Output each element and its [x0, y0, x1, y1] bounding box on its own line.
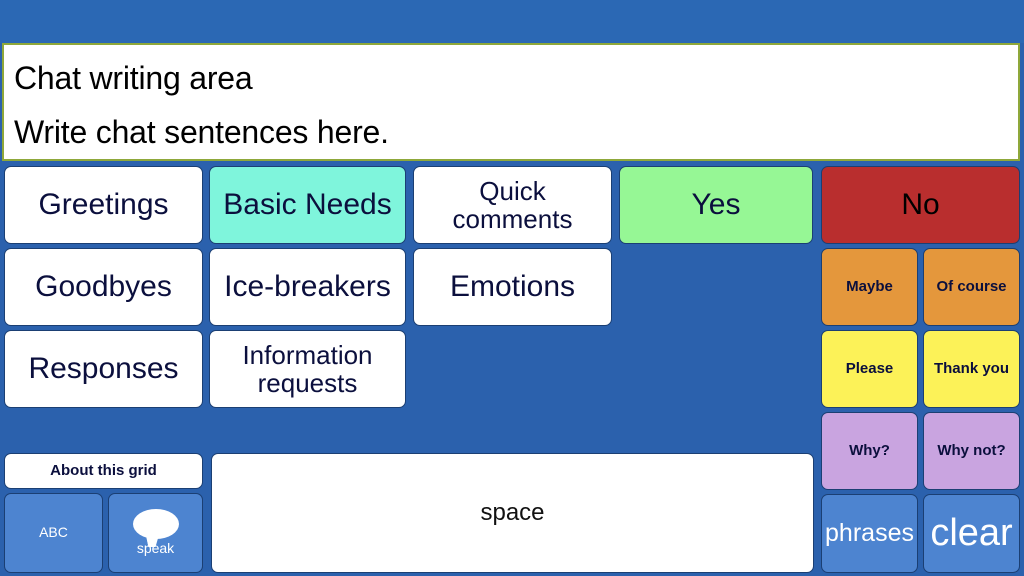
answer-button-yes[interactable]: Yes	[619, 166, 813, 244]
category-button-quick-comments[interactable]: Quick comments	[413, 166, 612, 244]
category-button-ice-breakers[interactable]: Ice-breakers	[209, 248, 406, 326]
clear-button[interactable]: clear	[923, 494, 1020, 573]
phrase-button-maybe[interactable]: Maybe	[821, 248, 918, 326]
category-button-responses[interactable]: Responses	[4, 330, 203, 408]
speak-button[interactable]: speak	[108, 493, 203, 573]
phrase-button-why[interactable]: Why?	[821, 412, 918, 490]
phrase-button-thank-you[interactable]: Thank you	[923, 330, 1020, 408]
answer-button-no[interactable]: No	[821, 166, 1020, 244]
abc-keyboard-button[interactable]: ABC	[4, 493, 103, 573]
category-button-greetings[interactable]: Greetings	[4, 166, 203, 244]
top-bar	[0, 0, 1024, 43]
phrase-button-why-not[interactable]: Why not?	[923, 412, 1020, 490]
phrases-button[interactable]: phrases	[821, 494, 918, 573]
speech-bubble-icon	[132, 509, 179, 540]
space-button[interactable]: space	[211, 453, 814, 573]
category-button-basic-needs[interactable]: Basic Needs	[209, 166, 406, 244]
speak-label: speak	[136, 540, 175, 557]
chat-writing-area[interactable]: Chat writing area Write chat sentences h…	[2, 43, 1020, 161]
category-button-emotions[interactable]: Emotions	[413, 248, 612, 326]
category-button-goodbyes[interactable]: Goodbyes	[4, 248, 203, 326]
phrase-button-please[interactable]: Please	[821, 330, 918, 408]
about-this-grid-button[interactable]: About this grid	[4, 453, 203, 489]
category-button-information-requests[interactable]: Information requests	[209, 330, 406, 408]
phrase-button-of-course[interactable]: Of course	[923, 248, 1020, 326]
chat-area-sentence: Write chat sentences here.	[14, 114, 389, 150]
chat-area-title: Chat writing area	[14, 60, 253, 96]
